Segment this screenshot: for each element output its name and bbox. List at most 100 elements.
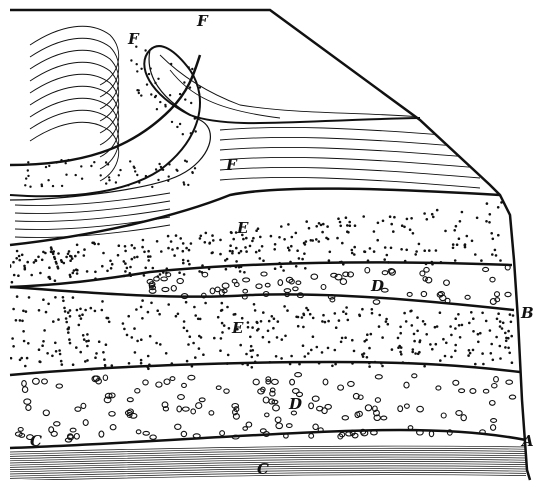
sandstone-dot (250, 345, 253, 348)
sandstone-dot (334, 349, 337, 352)
sandstone-dot (43, 329, 46, 332)
sandstone-dot (312, 335, 315, 338)
sandstone-dot (310, 239, 313, 242)
sandstone-dot (143, 274, 146, 277)
sandstone-dot (308, 227, 311, 230)
sandstone-dot (468, 322, 471, 325)
sandstone-dot (386, 254, 389, 257)
sandstone-dot (239, 270, 242, 273)
sandstone-dot (68, 338, 71, 341)
sandstone-dot (238, 252, 241, 255)
sandstone-dot (205, 232, 208, 235)
sandstone-dot (15, 257, 18, 260)
sandstone-dot (452, 243, 455, 246)
conglomerate-pebble (265, 283, 270, 287)
sandstone-dot (477, 341, 480, 344)
sandstone-dot (338, 319, 341, 322)
sandstone-dot (151, 186, 153, 188)
sandstone-dot (499, 259, 502, 262)
sandstone-dot (158, 163, 160, 165)
sandstone-dot (221, 322, 224, 325)
sandstone-dot (254, 309, 257, 312)
sandstone-dot (27, 169, 29, 171)
sandstone-dot (339, 221, 342, 224)
sandstone-dot (358, 314, 361, 317)
sandstone-dot (52, 253, 55, 256)
sandstone-dot (490, 343, 493, 346)
bed-line-e-d (10, 287, 514, 310)
sandstone-dot (173, 254, 176, 257)
sandstone-dot (219, 349, 222, 352)
sandstone-dot (69, 259, 72, 262)
sandstone-dot (243, 271, 246, 274)
conglomerate-pebble (365, 268, 370, 273)
sandstone-dot (316, 346, 319, 349)
sandstone-dot (119, 169, 121, 171)
sandstone-dot (57, 252, 60, 255)
sandstone-dots (9, 46, 515, 371)
sandstone-dot (353, 246, 356, 249)
conglomerate-pebble (461, 415, 466, 421)
sandstone-dot (93, 161, 95, 163)
conglomerate-pebble (243, 427, 248, 431)
conglomerate-pebble (375, 375, 382, 379)
sandstone-dot (472, 330, 475, 333)
sandstone-dot (305, 307, 308, 310)
sandstone-dot (510, 321, 513, 324)
sandstone-dot (18, 255, 21, 258)
sandstone-dot (204, 241, 207, 244)
conglomerate-pebble (263, 397, 269, 403)
sandstone-dot (494, 249, 497, 252)
conglomerate-pebble (49, 427, 54, 433)
conglomerate-pebble (182, 407, 189, 411)
sandstone-dot (72, 272, 75, 275)
conglomerate-pebble (309, 403, 314, 409)
sandstone-dot (83, 254, 86, 257)
sandstone-dot (423, 249, 426, 252)
conglomerate-pebble (256, 284, 262, 289)
sandstone-dot (298, 257, 301, 260)
sandstone-dot (156, 240, 159, 243)
sandstone-dot (65, 317, 68, 320)
sandstone-dot (124, 245, 127, 248)
sandstone-dot (69, 342, 72, 345)
sandstone-dot (391, 348, 394, 351)
sandstone-dot (111, 364, 114, 367)
sandstone-dot (133, 327, 136, 330)
sandstone-dot (502, 322, 505, 325)
sandstone-dot (326, 225, 329, 228)
sandstone-dot (48, 165, 50, 167)
sandstone-dot (251, 240, 254, 243)
sandstone-dot (182, 259, 185, 262)
conglomerate-pebble (273, 405, 280, 411)
sandstone-dot (111, 263, 114, 266)
conglomerate-pebble (143, 431, 149, 435)
sandstone-dot (223, 324, 226, 327)
sandstone-dot (140, 359, 143, 362)
sandstone-dot (459, 220, 462, 223)
sandstone-dot (90, 307, 93, 310)
sandstone-dot (105, 161, 107, 163)
conglomerate-pebble (188, 375, 195, 380)
sandstone-dot (147, 368, 150, 371)
sandstone-dot (55, 350, 58, 353)
sandstone-dot (461, 211, 464, 214)
conglomerate-pebble (492, 384, 497, 388)
sandstone-dot (290, 355, 293, 358)
conglomerate-pebble (420, 271, 425, 276)
sandstone-dot (297, 325, 300, 328)
conglomerate-pebble (178, 395, 185, 400)
sandstone-dot (449, 325, 452, 328)
sandstone-dot (75, 174, 77, 176)
sandstone-dot (385, 318, 388, 321)
sandstone-dot (501, 327, 504, 330)
conglomerate-pebble (491, 419, 497, 423)
sandstone-dot (397, 346, 400, 349)
sandstone-dot (131, 336, 134, 339)
sandstone-dot (108, 321, 111, 324)
sandstone-dot (429, 343, 432, 346)
sandstone-dot (213, 337, 216, 340)
sandstone-dot (109, 260, 112, 263)
sandstone-dot (470, 311, 473, 314)
sandstone-dot (321, 320, 324, 323)
